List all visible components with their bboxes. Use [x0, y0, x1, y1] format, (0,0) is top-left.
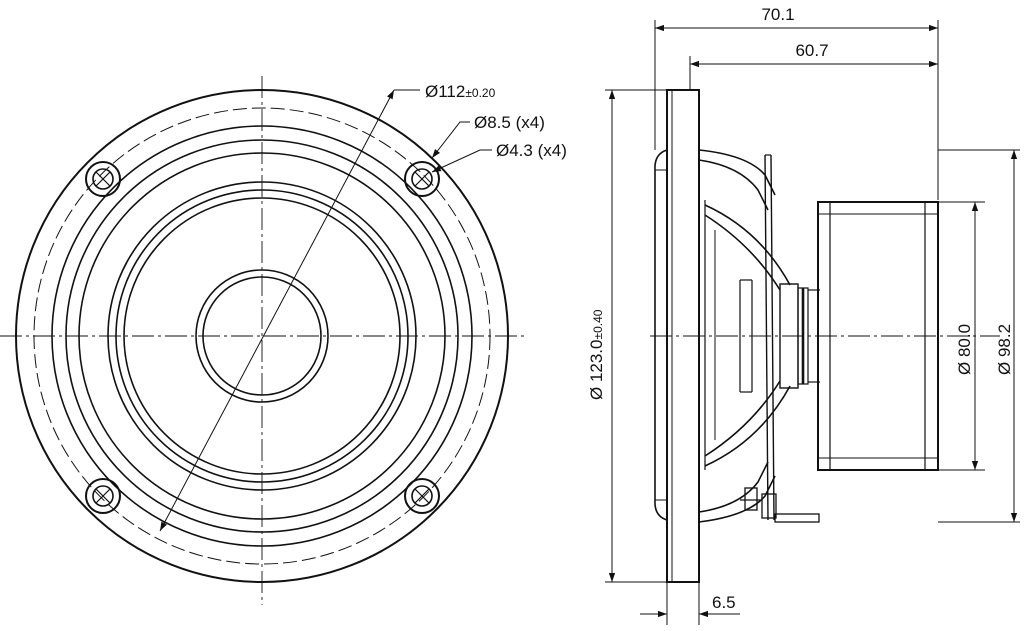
- outer-diameter-tolerance: ±0.40: [591, 309, 605, 339]
- flange-thickness-label: 6.5: [712, 593, 736, 612]
- inner-hole-label: Ø4.3 (x4): [496, 141, 567, 160]
- flange-diameter-label: Ø112: [425, 82, 465, 101]
- side-dimension-lines: [605, 20, 1020, 625]
- mount-hole-bottom-right: [404, 478, 440, 514]
- svg-text:Ø112±0.20: Ø112±0.20: [425, 82, 496, 101]
- side-magnet-assembly: [817, 201, 939, 471]
- mount-hole-leader: [431, 121, 470, 159]
- mount-hole-top-right: [404, 161, 440, 197]
- flange-diameter-dimension-line: [159, 89, 420, 532]
- inner-hole-leader: [431, 149, 492, 173]
- mount-hole-top-left: [85, 161, 121, 197]
- overall-depth-label: 70.1: [761, 5, 794, 24]
- front-view: [0, 76, 525, 605]
- motor-diameter-label: Ø 98.2: [995, 324, 1014, 375]
- mount-hole-bottom-left: [85, 478, 121, 514]
- side-terminal: [740, 487, 820, 523]
- side-flange-plate: [666, 89, 700, 583]
- svg-text:Ø 123.0±0.40: Ø 123.0±0.40: [587, 309, 606, 400]
- side-pole-piece: [779, 283, 820, 389]
- side-view: [605, 20, 1020, 625]
- flange-diameter-tolerance: ±0.20: [465, 86, 495, 100]
- magnet-diameter-label: Ø 80.0: [955, 324, 974, 375]
- basket-depth-label: 60.7: [795, 41, 828, 60]
- side-surround-profile: [654, 149, 668, 521]
- mount-hole-label: Ø8.5 (x4): [474, 113, 545, 132]
- outer-diameter-label: Ø 123.0: [587, 340, 606, 401]
- side-basket-frame: [698, 149, 791, 523]
